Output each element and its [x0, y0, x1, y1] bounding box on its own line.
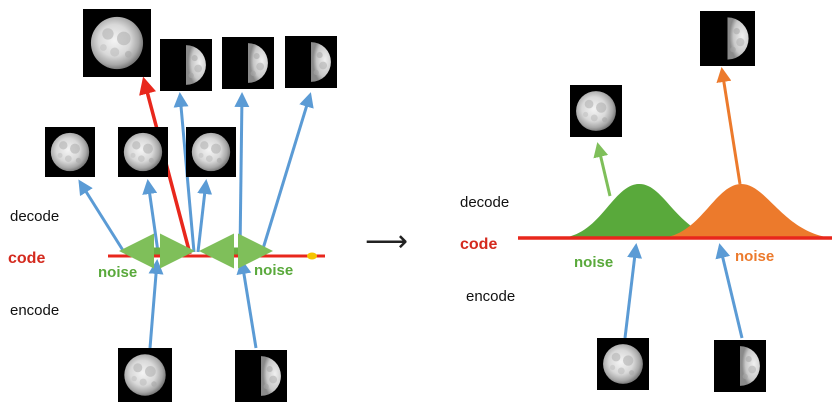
- right-noise-distribution-orange: [660, 183, 832, 238]
- right-noise-label-orange: noise: [735, 248, 775, 265]
- left-decode-label: decode: [10, 208, 60, 225]
- left-mid-full-moon-3: [186, 127, 236, 177]
- right-bottom-full-moon: [597, 338, 649, 390]
- right-decode-arrow-green: [593, 142, 612, 197]
- left-noise-label-1: noise: [98, 264, 138, 281]
- right-encode-arrow-full: [623, 243, 643, 339]
- left-code-marker: [307, 252, 317, 260]
- left-code-label: code: [8, 250, 46, 267]
- left-mid-full-moon-2: [118, 127, 168, 177]
- right-bottom-half-moon: [714, 340, 766, 392]
- right-encode-arrow-half: [715, 243, 744, 339]
- left-decode-arrow-1: [78, 179, 126, 253]
- left-bottom-full-moon: [118, 348, 172, 402]
- right-noise-label-green: noise: [574, 254, 614, 271]
- right-code-label: code: [460, 236, 498, 253]
- left-top-half-moon-1: [160, 39, 212, 91]
- left-noise-label-2: noise: [254, 262, 294, 279]
- right-decode-arrow-orange: [716, 67, 742, 185]
- right-encode-label: encode: [466, 288, 516, 305]
- left-encode-arrow-half: [236, 259, 258, 349]
- transition-arrow-icon: ⟶: [365, 225, 409, 258]
- left-top-half-moon-3: [285, 36, 337, 88]
- left-decode-arrow-6: [260, 92, 314, 253]
- left-top-half-moon-2: [222, 37, 274, 89]
- left-decode-arrow-3: [196, 179, 213, 253]
- right-noise-distribution-green: [560, 183, 720, 238]
- left-decode-arrow-5: [234, 92, 250, 253]
- right-top-half-moon: [700, 11, 755, 66]
- left-bottom-half-moon: [235, 350, 287, 402]
- left-mid-full-moon-1: [45, 127, 95, 177]
- left-decode-arrow-2: [142, 179, 160, 253]
- left-encode-arrow-full: [148, 259, 164, 349]
- left-top-large-full-moon: [83, 9, 151, 77]
- right-mid-full-moon: [570, 85, 622, 137]
- left-encode-label: encode: [10, 302, 60, 319]
- right-decode-label: decode: [460, 194, 510, 211]
